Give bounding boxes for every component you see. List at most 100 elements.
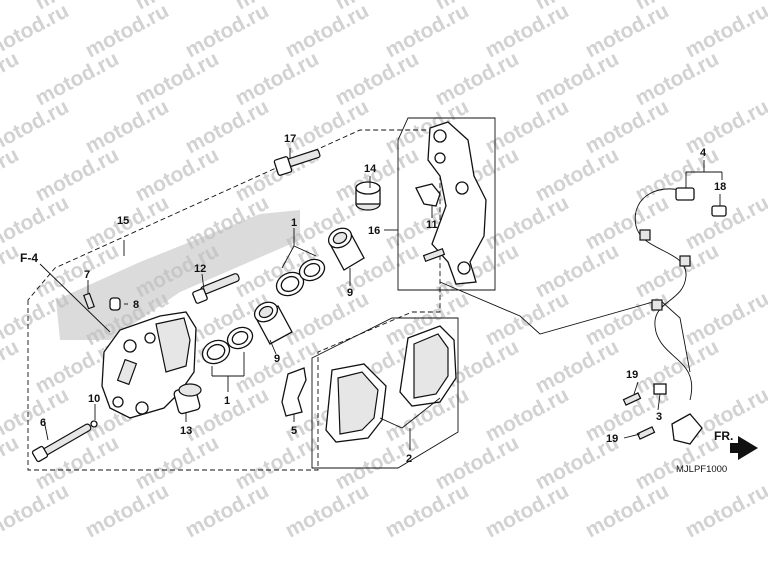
caliper-body (101, 311, 197, 419)
watermark-text: motod.ru (682, 0, 768, 62)
watermark-text: motod.ru (182, 95, 273, 158)
watermark-text: motod.ru (432, 47, 523, 110)
bleeder-7 (83, 292, 95, 310)
watermark-text: motod.ru (632, 47, 723, 110)
watermark-text: motod.ru (0, 479, 73, 542)
callout-17: 17 (284, 133, 296, 145)
pin-12 (192, 273, 240, 304)
watermark-text: motod.ru (582, 191, 673, 254)
brake-pad-front (325, 363, 387, 443)
sleeve-13 (173, 383, 202, 415)
watermark-text: motod.ru (482, 0, 573, 62)
watermark-text: motod.ru (482, 479, 573, 542)
pin-bolt-6 (31, 423, 92, 463)
callout-9-lower: 9 (274, 353, 280, 365)
watermark-text: motod.ru (282, 95, 373, 158)
direction-label: FR. (714, 429, 733, 443)
watermark-text: motod.ru (182, 479, 273, 542)
callout-11: 11 (426, 219, 438, 231)
watermark-text: motod.ru (232, 47, 323, 110)
callout-16: 16 (368, 225, 380, 237)
callout-18: 18 (714, 181, 726, 193)
wheel-speed-sensor (622, 187, 727, 445)
watermark-text: motod.ru (432, 431, 523, 494)
watermark-text: motod.ru (232, 431, 323, 494)
watermark-text: motod.ru (532, 143, 623, 206)
watermark-text: motod.ru (582, 479, 673, 542)
clip-11 (415, 183, 441, 207)
watermark-text: motod.ru (482, 287, 573, 350)
callout-1-lower: 1 (224, 395, 230, 407)
watermark-text: motod.ru (82, 95, 173, 158)
watermark-text: motod.ru (632, 335, 723, 398)
piston-lower (253, 301, 293, 345)
callout-19-lower: 19 (606, 433, 618, 445)
callout-5: 5 (291, 425, 297, 437)
watermark-text: motod.ru (532, 47, 623, 110)
callout-7: 7 (84, 269, 90, 281)
callout-4: 4 (700, 147, 707, 159)
pad-spring-5 (281, 367, 307, 417)
callout-14: 14 (364, 163, 377, 175)
callout-10: 10 (88, 393, 100, 405)
watermark-text: motod.ru (132, 431, 223, 494)
washer-10 (90, 420, 98, 428)
watermark-text: motod.ru (682, 191, 768, 254)
reference-f4: F-4 (20, 251, 38, 265)
watermark-text: motod.ru (332, 47, 423, 110)
watermark-text: motod.ru (582, 95, 673, 158)
watermark-text: motod.ru (632, 239, 723, 302)
watermark-text: motod.ru (32, 431, 123, 494)
watermark-text: motod.ru (532, 239, 623, 302)
piston-upper (327, 227, 365, 271)
watermark-text: motod.ru (0, 239, 23, 302)
watermark-text: motod.ru (282, 479, 373, 542)
watermark-text: motod.ru (682, 287, 768, 350)
watermark-text: motod.ru (282, 287, 373, 350)
watermark-text: motod.ru (132, 47, 223, 110)
front-direction-marker: FR. (714, 429, 758, 460)
watermark-text: motod.ru (0, 431, 23, 494)
watermark-text: motod.ru (32, 143, 123, 206)
watermark-text: motod.ru (682, 479, 768, 542)
watermark-text: motod.ru (582, 0, 673, 62)
watermark-text: motod.ru (0, 47, 23, 110)
callout-9-upper: 9 (347, 287, 353, 299)
watermark-text: motod.ru (382, 479, 473, 542)
callout-15: 15 (117, 215, 129, 227)
leader-lines (39, 148, 723, 450)
callout-2: 2 (406, 453, 412, 465)
seal-set-upper (275, 258, 326, 297)
bolt-17 (273, 149, 321, 176)
callout-13: 13 (180, 425, 192, 437)
callout-8: 8 (133, 299, 139, 311)
callout-3: 3 (656, 411, 662, 423)
callout-12: 12 (194, 263, 206, 275)
watermark-text: motod.ru (482, 383, 573, 446)
watermark-text: motod.ru (132, 143, 223, 206)
pad-set-frame (311, 317, 459, 469)
seal-set-lower (201, 326, 254, 365)
watermark-text: motod.ru (282, 0, 373, 62)
callout-1-upper: 1 (291, 217, 297, 229)
watermark-text: motod.ru (682, 95, 768, 158)
watermark-text: motod.ru (0, 0, 23, 14)
bushing-14 (355, 181, 381, 211)
watermark-text: motod.ru (182, 0, 273, 62)
watermark-text: motod.ru (0, 143, 23, 206)
bracket-assembly-frame (397, 117, 496, 291)
diagram-code: MJLPF1000 (676, 464, 727, 475)
callout-6: 6 (40, 417, 46, 429)
watermark-text: motod.ru (32, 47, 123, 110)
sensor-connection-line (439, 281, 691, 373)
brake-pad-rear (399, 325, 457, 407)
watermark-text: motod.ru (82, 0, 173, 62)
callout-19-upper: 19 (626, 369, 638, 381)
watermark-text: motod.ru (82, 479, 173, 542)
watermark-text: motod.ru (0, 335, 23, 398)
callout-labels: 17 14 1 9 9 1 12 15 F-4 7 8 10 6 13 5 2 … (20, 133, 727, 475)
watermark-text: motod.ru (582, 287, 673, 350)
